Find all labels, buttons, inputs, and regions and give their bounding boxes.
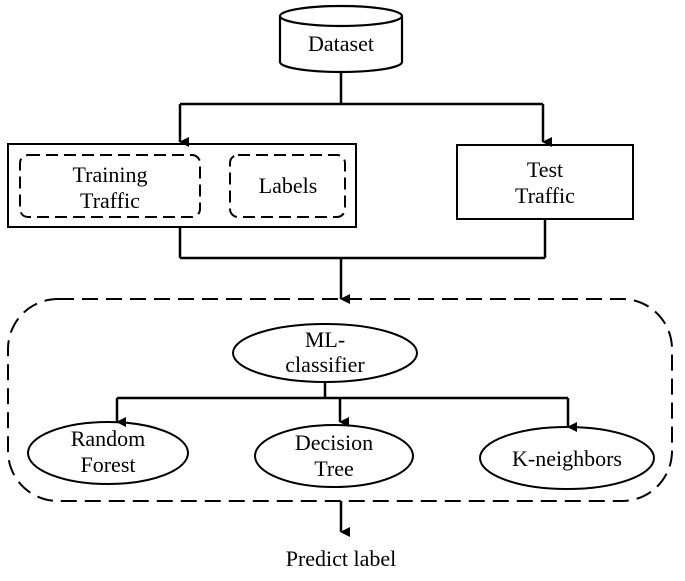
- training-traffic-label-line2: Traffic: [80, 188, 140, 213]
- predict-label-text: Predict label: [286, 546, 397, 571]
- training-block: Training Traffic Labels: [7, 143, 357, 228]
- ml-classifier-label-line2: classifier: [285, 352, 365, 377]
- test-traffic-label-line2: Traffic: [515, 183, 575, 208]
- dataset-node: Dataset: [278, 4, 404, 74]
- decision-tree-label-line2: Tree: [314, 456, 354, 481]
- labels-label: Labels: [259, 173, 318, 198]
- ml-classifier-label-line1: ML-: [305, 327, 345, 352]
- training-traffic-label-line1: Training: [73, 162, 148, 187]
- k-neighbors-label: K-neighbors: [512, 446, 622, 471]
- k-neighbors-node: [479, 426, 655, 490]
- random-forest-label-line2: Forest: [81, 452, 136, 477]
- merge-connector: [178, 219, 547, 304]
- test-traffic-label-line1: Test: [527, 157, 563, 182]
- dataset-split-connector: [178, 72, 552, 147]
- random-forest-label-line1: Random: [71, 426, 146, 451]
- dataset-label: Dataset: [308, 31, 374, 56]
- classifier-group: ML- classifier Random Forest Decision Tr…: [7, 298, 673, 502]
- test-traffic-node: Test Traffic: [456, 144, 634, 220]
- decision-tree-node: [254, 424, 414, 488]
- decision-tree-label-line1: Decision: [295, 430, 373, 455]
- random-forest-node: [27, 421, 189, 485]
